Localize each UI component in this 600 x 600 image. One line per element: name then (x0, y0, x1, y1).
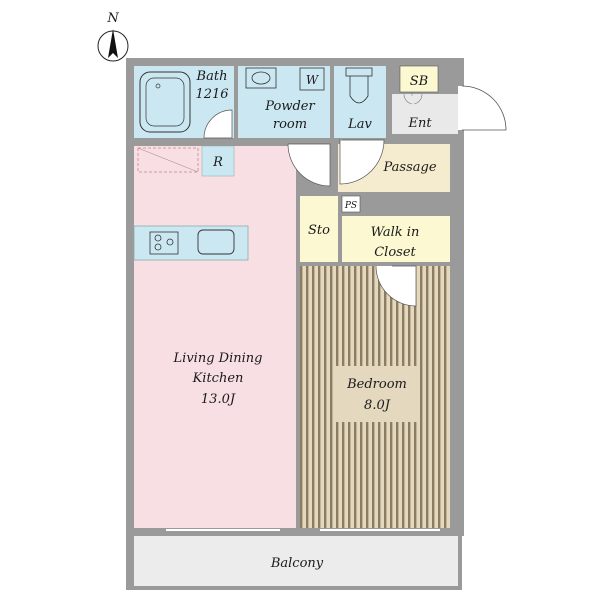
kitchen-counter (133, 225, 249, 261)
walk-in-closet-label: Walk in (371, 225, 420, 240)
refrigerator-label: R (212, 155, 223, 170)
powder-room-label: Powder (264, 99, 315, 114)
bath-size-label: 1216 (195, 87, 228, 102)
lavatory-floor (334, 66, 386, 138)
entrance-door-opening (458, 86, 464, 130)
washer-label: W (306, 73, 320, 87)
storage-label: Sto (308, 223, 330, 238)
entrance-label: Ent (407, 116, 432, 131)
kitchen-fixture-diagonal (137, 147, 199, 173)
bedroom-label-backing (335, 366, 419, 422)
compass-icon: N (97, 11, 129, 62)
bedroom-label: Bedroom (346, 377, 407, 392)
ldk-floor (134, 146, 296, 528)
washbasin-icon (245, 67, 277, 89)
ldk-label: Living Dining (173, 351, 263, 366)
shoe-box-label: SB (410, 74, 428, 89)
entrance-floor (392, 94, 458, 134)
kitchen-sink-icon (197, 229, 235, 255)
powder-door-swing-icon (287, 143, 331, 187)
refrigerator-space (201, 145, 235, 177)
pipe-space-label: PS (344, 201, 357, 211)
powder-room-floor (238, 66, 330, 138)
walk-in-closet-floor (342, 216, 450, 262)
passage-label: Passage (382, 160, 436, 175)
entrance-door-swing-icon (461, 85, 507, 131)
bedroom-size-label: 8.0J (364, 398, 391, 413)
walk-in-closet-label-2: Closet (374, 245, 416, 260)
shoe-box (399, 65, 439, 93)
bath-door-swing-icon (203, 109, 233, 139)
ldk-label-2: Kitchen (192, 371, 244, 386)
balcony-label: Balcony (270, 556, 324, 571)
lavatory-door-swing-icon (339, 139, 385, 185)
ldk-size-label: 13.0J (201, 392, 236, 407)
compass-label: N (106, 11, 119, 26)
bath-label: Bath (196, 69, 228, 84)
bathtub-icon (139, 71, 191, 133)
toilet-icon (345, 67, 373, 104)
stove-icon (149, 231, 179, 255)
storage-floor (300, 196, 338, 262)
kitchen-fixture-outline (137, 147, 199, 173)
bedroom-door-swing-icon (375, 265, 417, 307)
shoe-box-door-icon (403, 93, 413, 105)
pipe-space (341, 195, 361, 213)
lavatory-label: Lav (347, 117, 372, 132)
washer-space (299, 67, 325, 91)
powder-room-label-2: room (273, 117, 307, 132)
balcony-floor (134, 536, 458, 586)
